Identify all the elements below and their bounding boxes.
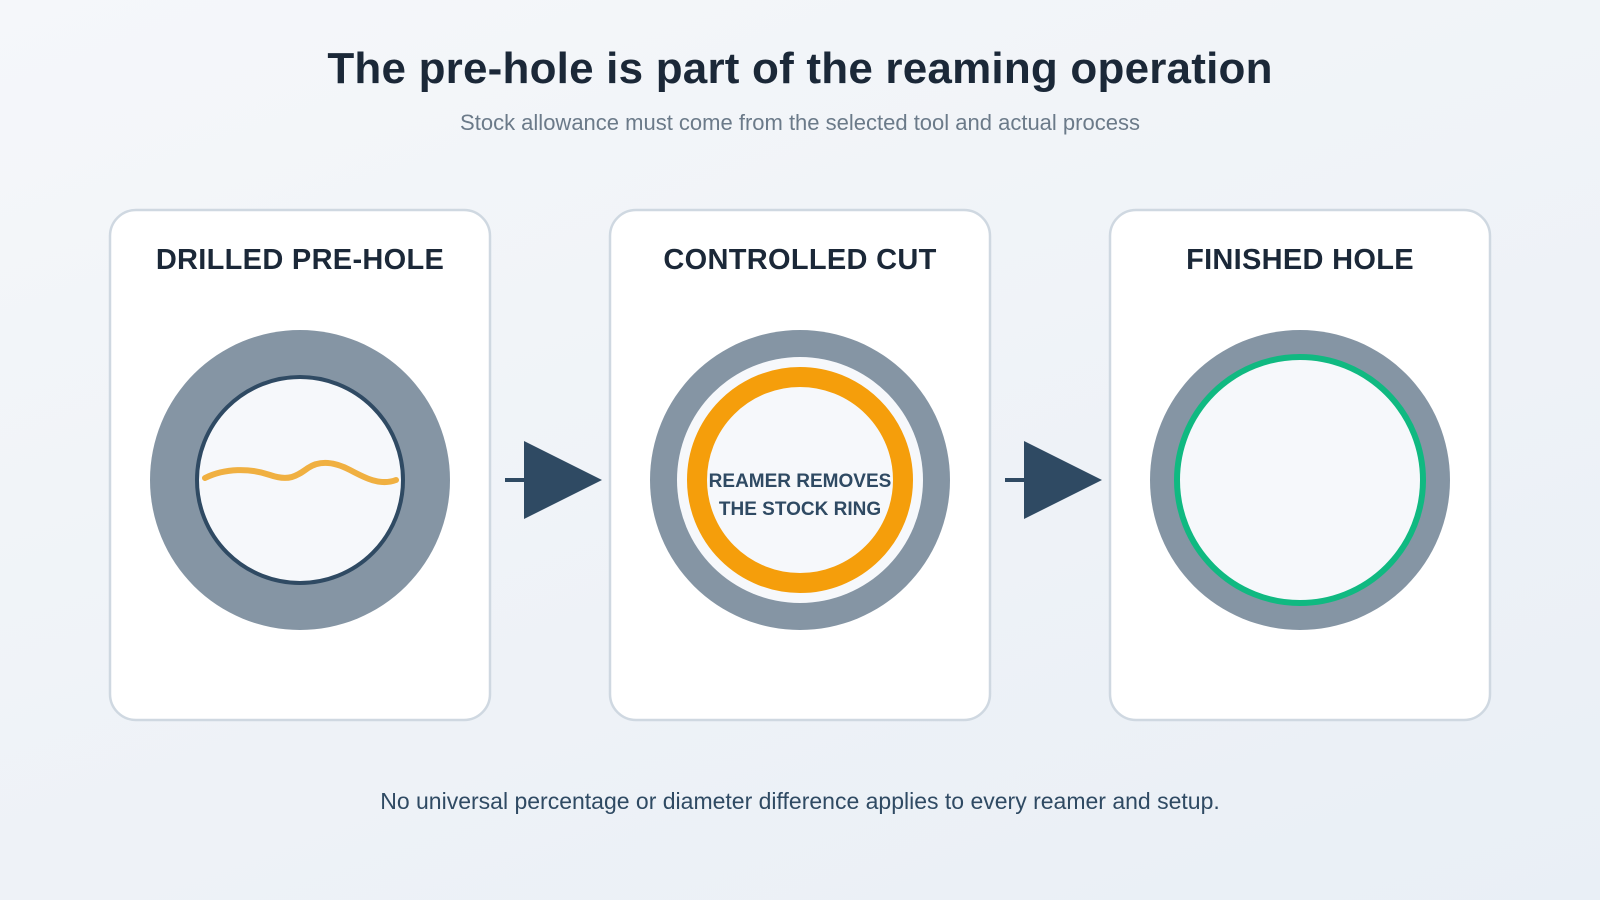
step-title: FINISHED HOLE bbox=[1186, 244, 1414, 276]
reamed-boundary bbox=[677, 357, 923, 603]
finished-hole-icon bbox=[1150, 330, 1450, 630]
page-title: The pre-hole is part of the reaming oper… bbox=[327, 44, 1273, 93]
rough-surface-line bbox=[202, 460, 399, 486]
finished-bore bbox=[1174, 354, 1426, 606]
ring-label-line2: THE STOCK RING bbox=[719, 499, 881, 520]
step-title: DRILLED PRE-HOLE bbox=[156, 244, 444, 276]
step-title: CONTROLLED CUT bbox=[663, 244, 936, 276]
arrow-icon bbox=[1005, 441, 1102, 519]
ring-label-line1: REAMER REMOVES bbox=[709, 471, 892, 492]
prehole bbox=[195, 375, 405, 585]
footer-note: No universal percentage or diameter diff… bbox=[380, 788, 1220, 814]
stock-ring-icon: REAMER REMOVES THE STOCK RING bbox=[650, 330, 950, 630]
arrow-icon bbox=[505, 441, 602, 519]
step-card-controlled-cut: CONTROLLED CUT REAMER REMOVES THE STOCK … bbox=[608, 208, 992, 722]
stock-ring bbox=[687, 367, 913, 593]
step-card-drilled-prehole: DRILLED PRE-HOLE bbox=[108, 208, 492, 722]
arrow-head bbox=[1024, 441, 1102, 519]
step-card-finished-hole: FINISHED HOLE bbox=[1108, 208, 1492, 722]
arrow-head bbox=[524, 441, 602, 519]
page-subtitle: Stock allowance must come from the selec… bbox=[460, 110, 1140, 135]
rough-prehole-icon bbox=[150, 330, 450, 630]
